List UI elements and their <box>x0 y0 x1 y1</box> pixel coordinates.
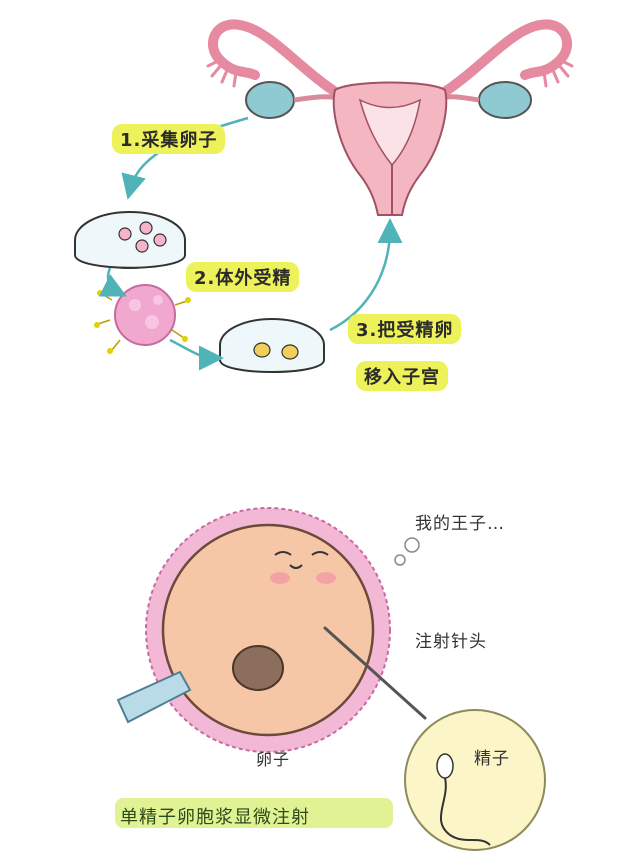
needle-label: 注射针头 <box>415 632 487 652</box>
egg <box>139 221 153 235</box>
egg-label: 卵子 <box>256 750 291 769</box>
embryo-petri-dish <box>219 318 325 373</box>
right-ovary <box>478 81 532 119</box>
holding-pipette <box>116 670 192 724</box>
arrow-fertilization-to-dish <box>169 338 224 371</box>
uterus-diagram <box>206 19 574 216</box>
egg <box>118 227 132 241</box>
caption-highlight <box>115 798 393 828</box>
sperm-tail <box>439 777 491 846</box>
oocyte <box>161 523 375 737</box>
sperm-bubble <box>404 709 546 851</box>
sperm-label: 精子 <box>474 749 510 769</box>
step3-label-line2: 移入子宫 <box>356 361 448 391</box>
left-fallopian-tube <box>207 19 345 100</box>
thought-text: 我的王子… <box>415 514 505 534</box>
egg <box>153 233 167 247</box>
right-fallopian-tube <box>435 19 573 100</box>
arrow-dish-to-fertilization <box>98 267 127 297</box>
left-ovary <box>245 81 295 119</box>
step3-label-line1: 3.把受精卵 <box>348 314 462 344</box>
step2-label: 2.体外受精 <box>186 262 300 292</box>
egg <box>135 239 149 253</box>
caption-label: 单精子卵胞浆显微注射 <box>120 807 310 828</box>
nucleus <box>232 645 284 691</box>
step1-label: 1.采集卵子 <box>112 124 226 154</box>
injection-needle <box>323 626 427 720</box>
sperm-head <box>436 753 454 779</box>
icsi-diagram <box>115 507 546 851</box>
embryo <box>281 344 299 360</box>
embryo <box>253 342 271 358</box>
egg-petri-dish <box>74 211 186 269</box>
arrow-dish-to-uterus <box>329 218 403 332</box>
fertilization-egg <box>94 284 191 354</box>
